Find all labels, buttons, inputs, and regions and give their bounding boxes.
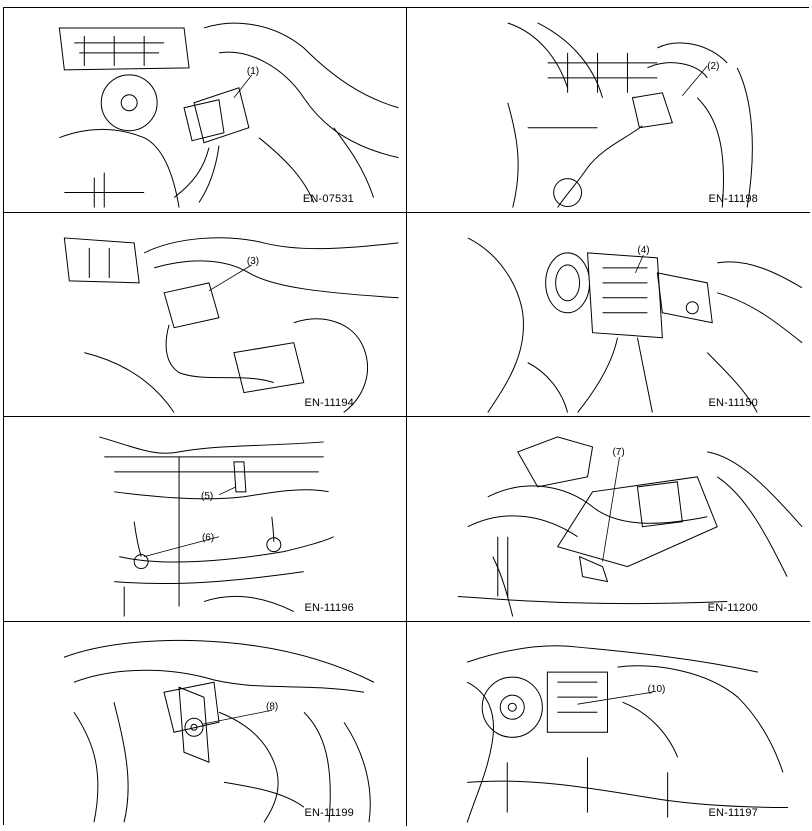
callout-label: (1) (247, 66, 259, 77)
engine-illustration: (10) (407, 622, 810, 827)
callout-label: (6) (202, 533, 214, 544)
engine-illustration: (8) (4, 622, 406, 827)
figure-code: EN-07531 (302, 192, 354, 205)
figure-panel: (8) EN-11199 (4, 621, 407, 827)
figure-code: EN-11199 (304, 807, 354, 819)
figure-code: EN-11197 (708, 807, 758, 819)
figure-panel: (10) EN-11197 (407, 621, 810, 827)
figure-panel: (1) EN-07531 (4, 8, 407, 213)
figure-code: EN-11196 (304, 601, 354, 614)
figure-code: EN-11150 (708, 397, 758, 409)
figure-code: EN-11198 (708, 192, 758, 205)
callout-label: (10) (648, 684, 666, 695)
figure-panel: (2) EN-11198 (407, 8, 810, 213)
engine-illustration: (1) (4, 8, 406, 212)
callout-label: (5) (201, 491, 213, 502)
figure-code: EN-11200 (707, 601, 758, 614)
engine-illustration: (4) (407, 213, 810, 417)
figure-panel: (3) EN-11194 (4, 212, 407, 417)
figure-panel: (4) EN-11150 (407, 212, 810, 417)
figure-code: EN-11194 (304, 397, 354, 409)
callout-label: (3) (247, 255, 259, 266)
engine-illustration: (5) (6) (4, 417, 406, 621)
callout-label: (4) (637, 244, 649, 255)
figure-panel: (5) (6) EN-11196 (4, 417, 407, 622)
engine-illustration: (7) (407, 417, 810, 621)
callout-label: (8) (266, 701, 278, 712)
callout-label: (7) (612, 447, 624, 458)
callout-label: (2) (707, 61, 719, 72)
figure-grid: (1) EN-07531 (2) EN-11198 (3, 7, 810, 827)
figure-panel: (7) EN-11200 (407, 417, 810, 622)
engine-illustration: (2) (407, 8, 810, 212)
engine-illustration: (3) (4, 213, 406, 417)
